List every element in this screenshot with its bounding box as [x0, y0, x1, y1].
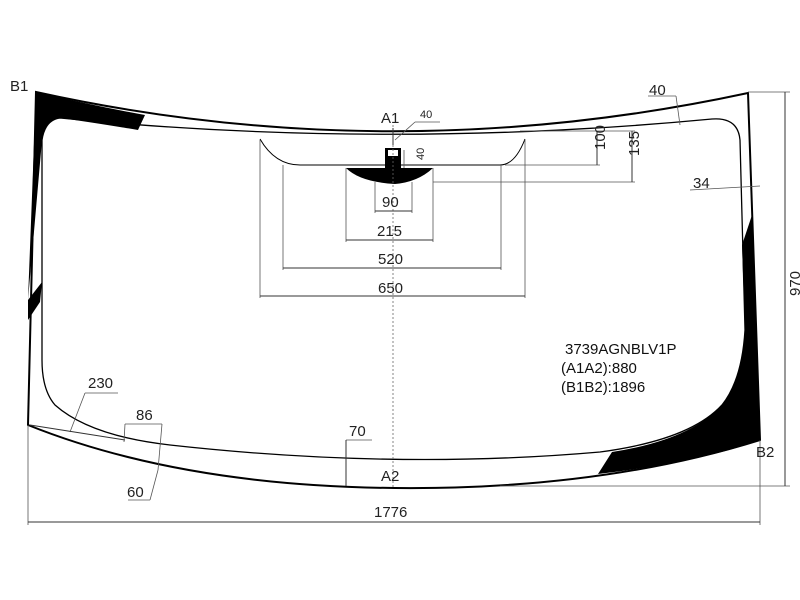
sensor-black-block: [346, 168, 433, 184]
dim-86: 86: [136, 407, 153, 424]
dim-100: 100: [592, 125, 609, 150]
label-a1: A1: [381, 110, 399, 127]
dim-520: 520: [378, 251, 403, 268]
label-a2: A2: [381, 468, 399, 485]
dim-90: 90: [382, 194, 399, 211]
dim-215: 215: [377, 223, 402, 240]
label-b1: B1: [10, 78, 28, 95]
frit-top-left: [28, 92, 145, 300]
frit-left-lower: [28, 282, 42, 320]
frit-right-side: [598, 215, 760, 474]
dim-135: 135: [626, 131, 643, 156]
dim-40-vertical: 40: [415, 148, 427, 160]
b1b2-value: (B1B2):1896: [561, 379, 645, 396]
dim-40-top-right: 40: [649, 82, 666, 99]
dim-1776: 1776: [374, 504, 407, 521]
glass-outer-edge: [26, 90, 762, 490]
part-number: 3739AGNBLV1P: [565, 341, 676, 358]
dim-970: 970: [787, 271, 800, 296]
dim-34: 34: [693, 175, 710, 192]
dim-230: 230: [88, 375, 113, 392]
dim-60: 60: [127, 484, 144, 501]
label-b2: B2: [756, 444, 774, 461]
dim-650: 650: [378, 280, 403, 297]
a1a2-value: (A1A2):880: [561, 360, 637, 377]
dim-70: 70: [349, 423, 366, 440]
dim-40-a1: 40: [420, 109, 432, 121]
